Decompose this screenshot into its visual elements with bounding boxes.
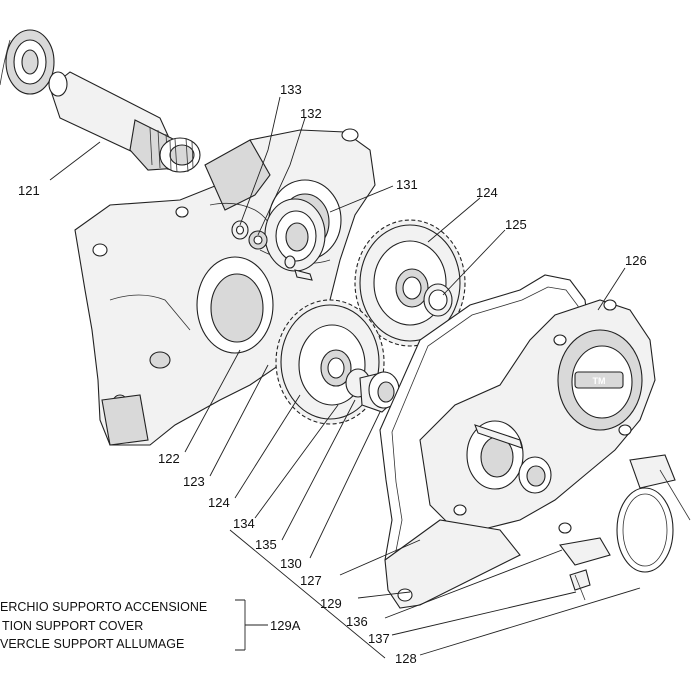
callout-labels: 121 133 132 131 124 125 126 122 123 124 … — [18, 82, 647, 666]
callout-125: 125 — [505, 217, 527, 232]
note-line-english: TION SUPPORT COVER — [2, 619, 143, 633]
callout-136: 136 — [346, 614, 368, 629]
clamp-ring-128 — [616, 454, 691, 573]
bearing-131 — [264, 198, 326, 272]
parts-note: ERCHIO SUPPORTO ACCENSIONE TION SUPPORT … — [0, 600, 207, 651]
callout-129: 129 — [320, 596, 342, 611]
callout-131: 131 — [396, 177, 418, 192]
note-line-italian: ERCHIO SUPPORTO ACCENSIONE — [0, 600, 207, 614]
pin-small — [284, 255, 313, 281]
callout-123: 123 — [183, 474, 205, 489]
bushing-133 — [231, 220, 249, 240]
washer-132 — [248, 230, 268, 250]
part-121-shaft — [48, 71, 201, 173]
callout-124-lower: 124 — [208, 495, 230, 510]
bushing-130 — [359, 371, 401, 413]
callout-128: 128 — [395, 651, 417, 666]
callout-133: 133 — [280, 82, 302, 97]
ignition-support-cover-126: TM — [419, 299, 656, 531]
callout-129A: 129A — [270, 618, 301, 633]
note-line-french: VERCLE SUPPORT ALLUMAGE — [0, 637, 184, 651]
callout-126: 126 — [625, 253, 647, 268]
leader-lines — [49, 96, 641, 659]
bearing-top-left — [0, 29, 55, 95]
callout-130: 130 — [280, 556, 302, 571]
gear-124-lower — [275, 299, 385, 425]
clamp-136 — [558, 522, 611, 566]
callout-124-upper: 124 — [476, 185, 498, 200]
callout-134: 134 — [233, 516, 255, 531]
callout-132: 132 — [300, 106, 322, 121]
callout-122: 122 — [158, 451, 180, 466]
callout-137: 137 — [368, 631, 390, 646]
cover-logo: TM — [593, 376, 606, 386]
callout-135: 135 — [255, 537, 277, 552]
screw-137 — [569, 569, 591, 601]
callout-127: 127 — [300, 573, 322, 588]
gear-124-upper — [354, 219, 466, 347]
callout-121: 121 — [18, 183, 40, 198]
